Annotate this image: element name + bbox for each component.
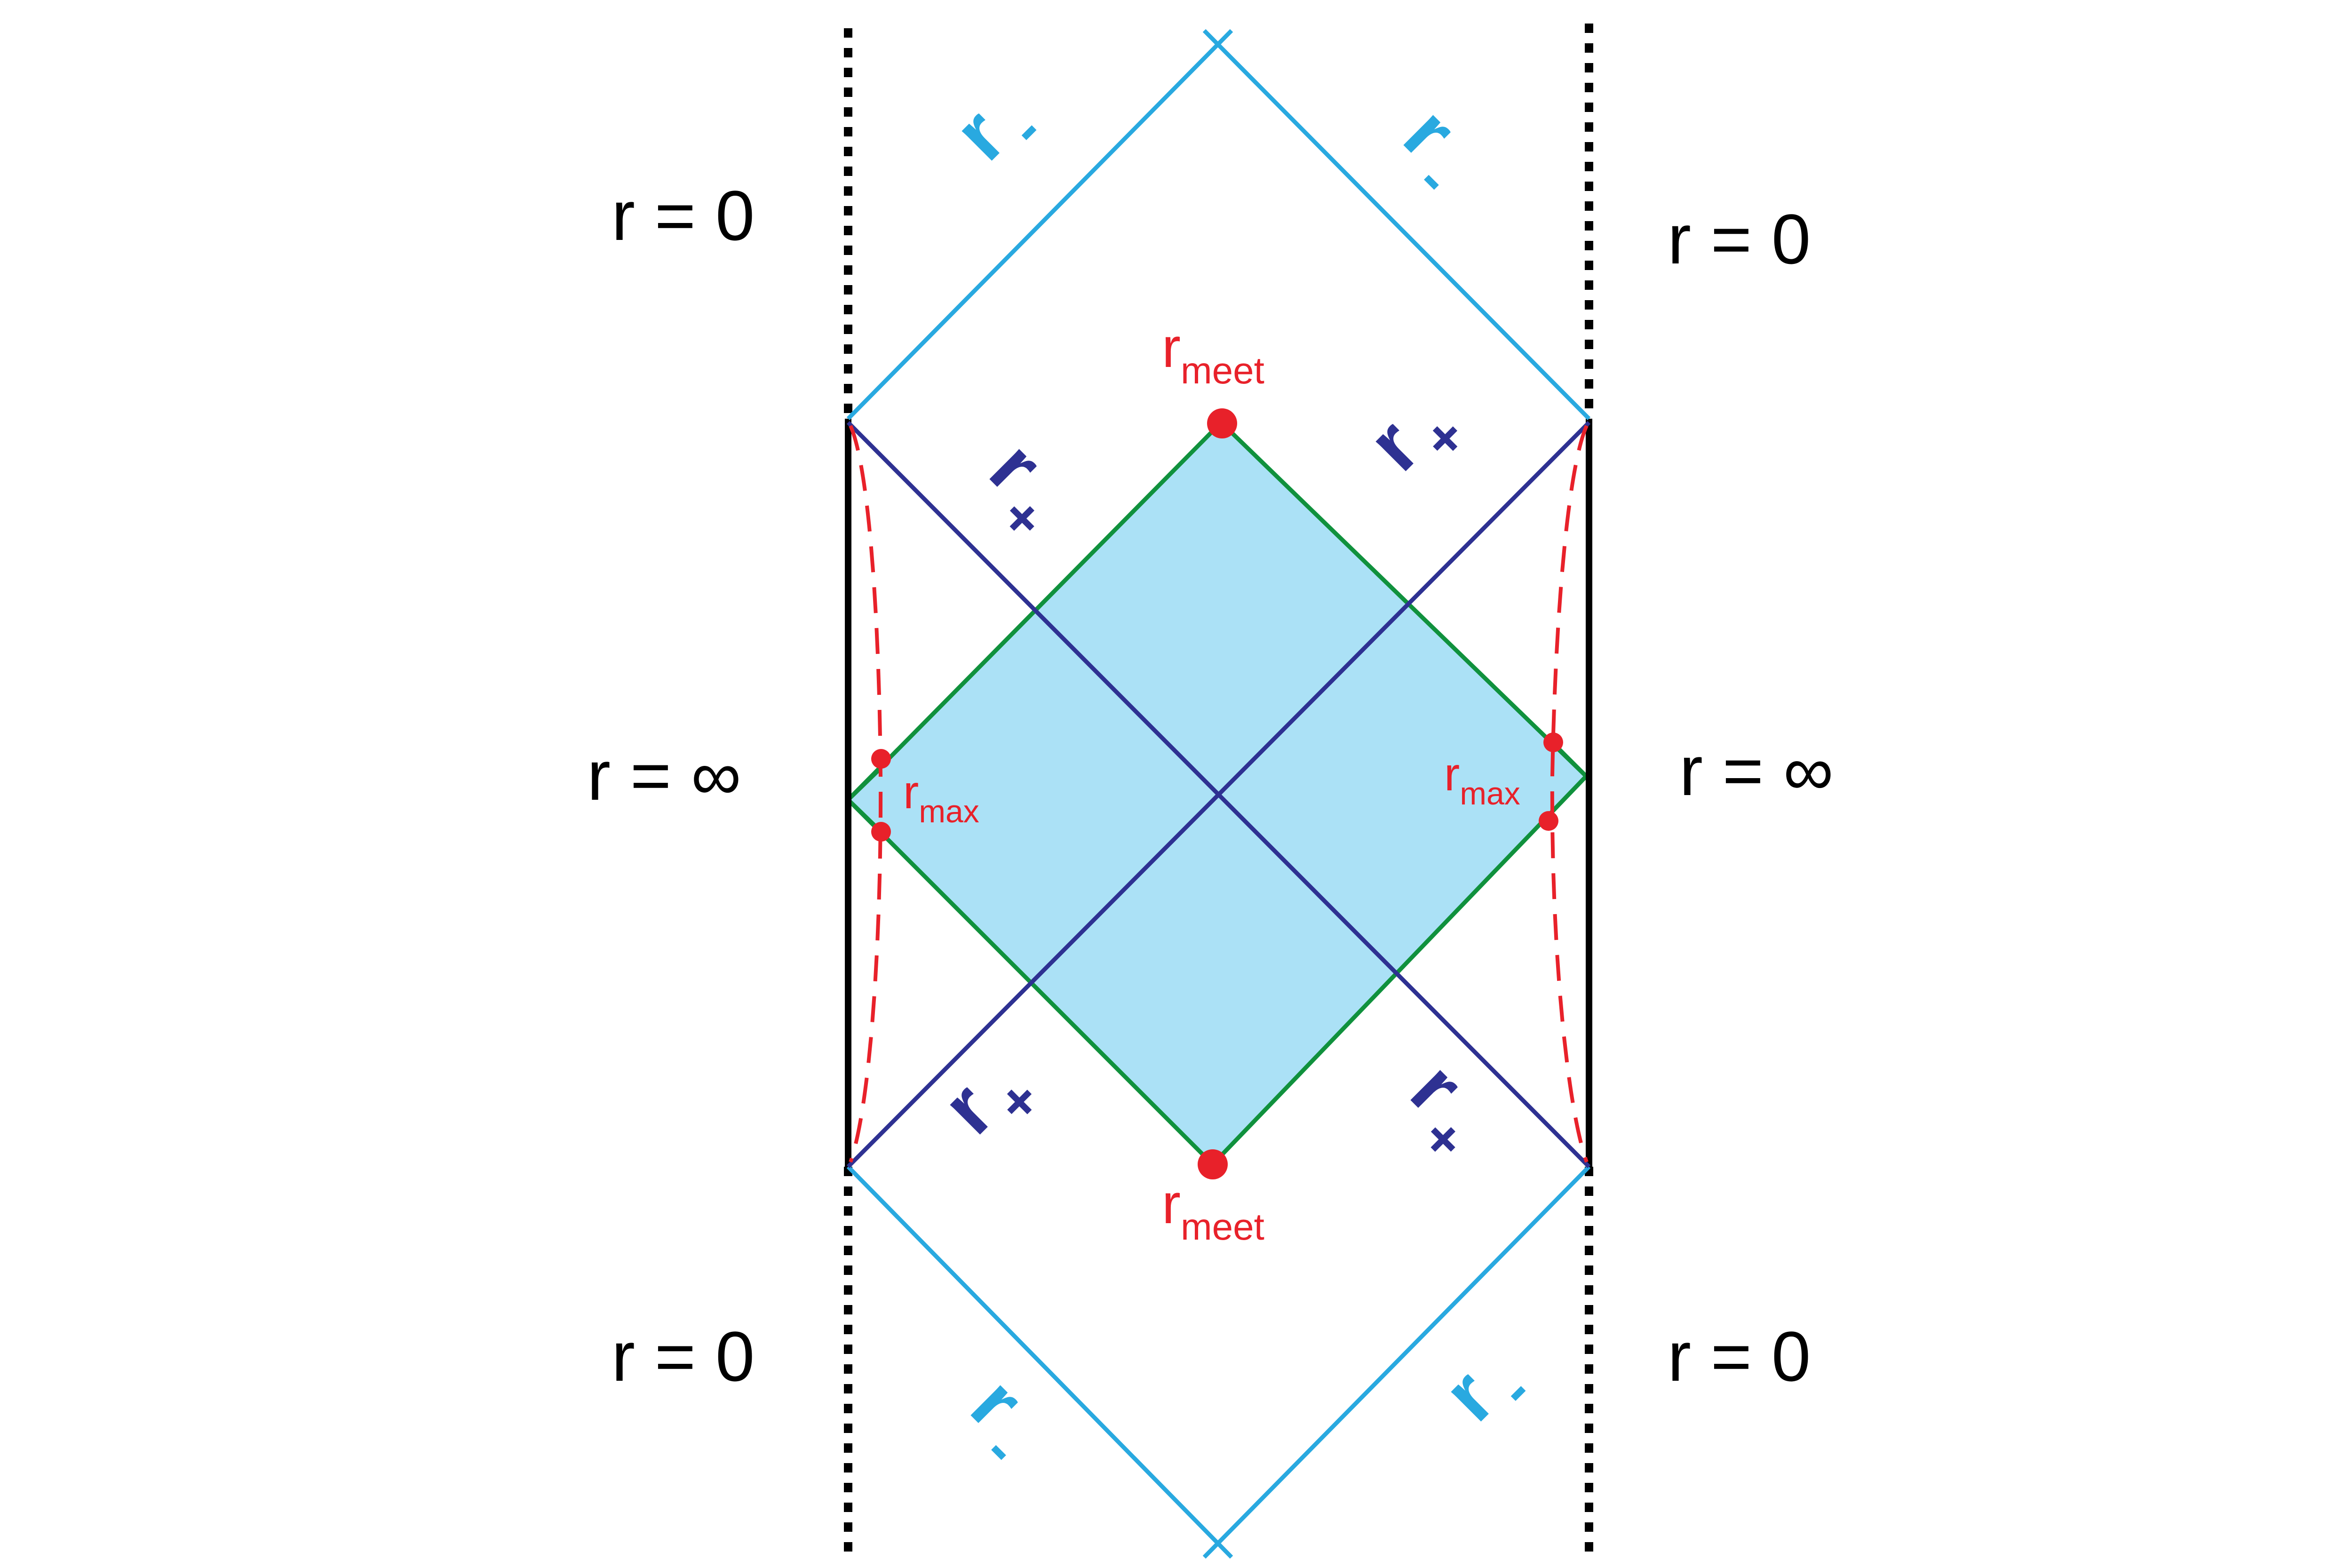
r-max-left-lower-point	[871, 822, 891, 842]
r-max-right-upper-point	[1543, 732, 1563, 752]
r-zero-label-top-right: r = 0	[1668, 199, 1811, 279]
r-max-right-base: r	[1444, 748, 1460, 801]
r-meet-top-sub: meet	[1181, 350, 1264, 391]
outer-horizon-bottom-left	[846, 1165, 1233, 1559]
r-meet-top-label: rmeet	[1162, 316, 1264, 391]
r-zero-label-top-left: r = 0	[612, 176, 755, 255]
r-max-left-upper-point	[871, 749, 891, 769]
r-meet-bottom-base: r	[1162, 1172, 1181, 1235]
r-max-left-base: r	[903, 766, 919, 819]
outer-horizon-label-top-right: r -	[1387, 90, 1472, 208]
outer-horizon-label-bottom-right: r -	[1426, 1353, 1544, 1438]
outer-horizon-label-bottom-left: r -	[954, 1361, 1040, 1478]
r-zero-label-bottom-right: r = 0	[1668, 1317, 1811, 1396]
r-meet-top-point	[1207, 408, 1237, 438]
r-max-left-label: rmax	[903, 766, 979, 829]
r-max-left-sub: max	[919, 794, 979, 829]
inner-horizon-label-top-left: r +	[973, 424, 1058, 552]
r-meet-bottom-point	[1198, 1149, 1228, 1179]
inner-horizon-label-top-right: r +	[1351, 402, 1479, 487]
outer-horizon-bottom-right	[1202, 1165, 1591, 1559]
r-meet-bottom-sub: meet	[1181, 1206, 1264, 1248]
r-max-right-label: rmax	[1444, 748, 1520, 812]
r-max-right-sub: max	[1460, 776, 1520, 812]
inner-horizon-ascending	[846, 421, 1591, 1169]
r-infinity-label-left: r = ∞	[587, 736, 741, 815]
r-zero-label-bottom-left: r = 0	[612, 1317, 755, 1396]
r-meet-top-base: r	[1162, 316, 1181, 379]
outer-horizon-top-right	[1202, 29, 1591, 421]
r-max-right-lower-point	[1539, 811, 1558, 831]
left-dashed-curve	[849, 425, 883, 1163]
outer-horizon-label-top-left: r -	[937, 92, 1055, 177]
r-meet-bottom-label: rmeet	[1162, 1172, 1264, 1248]
inner-horizon-label-bottom-left: r +	[925, 1066, 1053, 1151]
outer-horizon-top-left	[846, 29, 1233, 421]
right-dashed-curve	[1550, 425, 1589, 1163]
r-infinity-label-right: r = ∞	[1679, 731, 1834, 810]
